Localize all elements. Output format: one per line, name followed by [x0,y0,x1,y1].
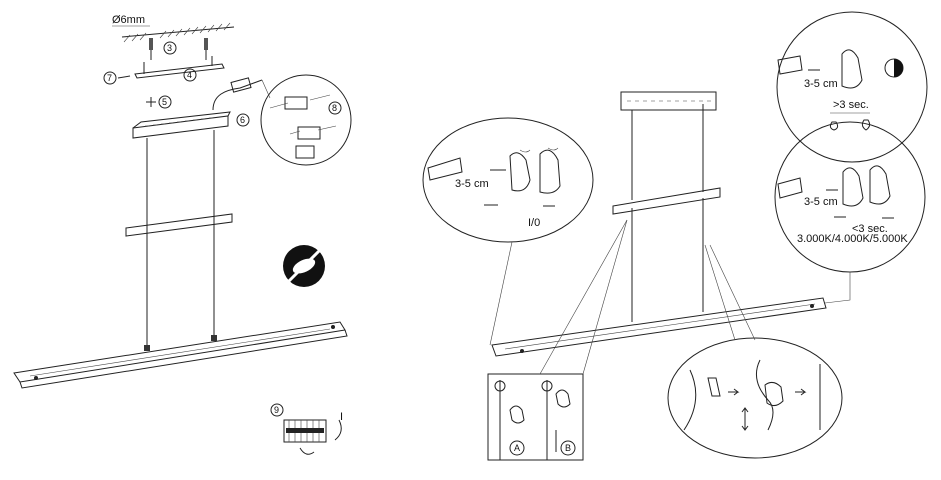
touch-cct-detail [774,121,926,273]
variant-b-label: B [565,443,571,453]
arrow-icon [728,388,740,396]
right-installation-diagram: 3-5 cm I/0 3-5 cm >3 sec. 3-5 cm <3 sec. [422,11,928,461]
bulb-icon [829,121,839,131]
no-led-bulb-icon [283,245,325,287]
step-9-label: 9 [274,405,279,415]
right-middle-bar [612,187,721,215]
step-4-label: 4 [187,70,192,80]
step-8-badge [103,71,117,85]
step-6-label: 8 [332,103,337,113]
step-7-label: 6 [240,115,245,125]
ceiling-hatch [121,22,235,43]
distance-label-2: 3-5 cm [804,78,838,90]
step-7-badge [236,113,250,127]
right-canopy [620,91,717,111]
switch-arrow [334,419,342,441]
height-adjust-box [487,373,584,461]
drill-size-label: Ø6mm [112,14,145,26]
dowel-left [149,38,153,60]
onoff-label: I/0 [528,217,540,229]
wiring-detail-circle: 8 [260,74,352,166]
dowel-right [204,38,208,60]
distance-label-1: 3-5 cm [455,178,489,190]
variant-a-label: A [514,443,520,453]
touch-dim-detail [776,11,928,163]
step-3-badge [163,41,177,55]
short-press-label: <3 sec. [852,223,888,235]
hand-wave-icon [509,152,531,192]
breaker-switch [283,419,327,455]
mounting-bracket [134,56,225,79]
cable-gripper-detail [667,337,843,459]
long-press-label: >3 sec. [833,99,869,111]
middle-bar [125,213,233,237]
distance-label-3: 3-5 cm [804,196,838,208]
cct-label: 3.000K/4.000K/5.000K [797,233,908,245]
switch-on-mark: I [340,411,343,423]
left-installation-diagram: Ø6mm 3 4 7 5 [13,14,352,455]
canopy [132,111,231,139]
touch-onoff-detail [422,117,594,243]
step-9-badge [270,403,284,417]
lamp-body [13,321,348,389]
step-5-badge [158,95,172,109]
step-5-label: 5 [162,97,167,107]
right-lamp-body [491,297,827,357]
step-3-label: 3 [167,43,172,53]
step-8-label: 7 [107,73,112,83]
step-4-badge [183,68,197,82]
